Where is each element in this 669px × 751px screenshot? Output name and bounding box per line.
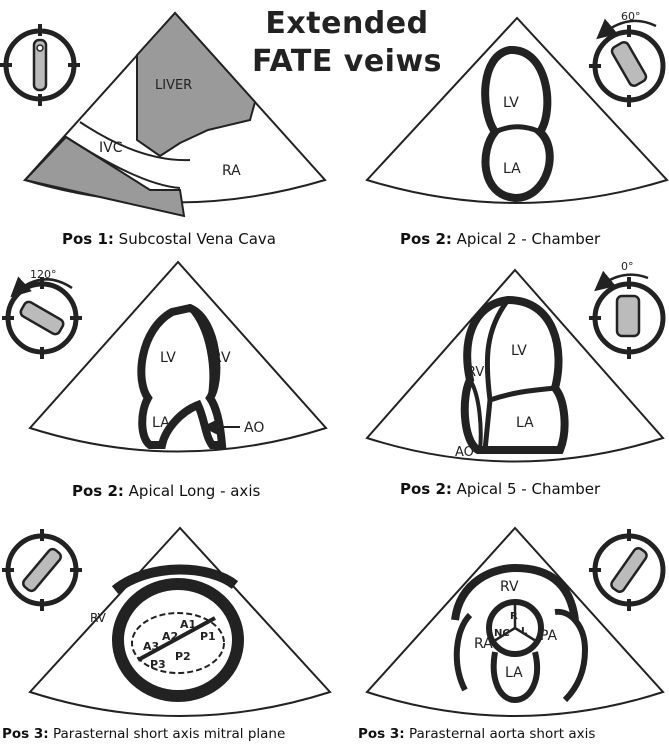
caption-panel-1: Pos 1: Subcostal Vena Cava: [62, 230, 276, 248]
panel-apical-long-axis: LV RV LA AO: [30, 262, 326, 452]
label-ra: RA: [222, 163, 241, 179]
caption-name: Apical 2 - Chamber: [457, 230, 601, 248]
label-r: R: [510, 611, 518, 622]
caption-panel-2: Pos 2: Apical 2 - Chamber: [400, 230, 600, 248]
caption-pos: Pos 2:: [72, 482, 124, 500]
caption-name: Parasternal aorta short axis: [409, 726, 595, 742]
caption-panel-6: Pos 3: Parasternal aorta short axis: [358, 726, 595, 742]
caption-pos: Pos 3:: [2, 726, 49, 742]
label-rv: RV: [212, 350, 231, 366]
label-a1: A1: [180, 618, 196, 631]
label-p1: P1: [200, 630, 216, 643]
label-la: LA: [516, 415, 534, 431]
caption-panel-4: Pos 2: Apical 5 - Chamber: [400, 480, 600, 498]
caption-pos: Pos 3:: [358, 726, 405, 742]
rotation-angle-label: 0°: [621, 260, 634, 273]
probe-icon-4: 0°: [589, 260, 663, 359]
caption-name: Apical 5 - Chamber: [457, 480, 601, 498]
label-l: L: [521, 626, 528, 637]
caption-pos: Pos 1:: [62, 230, 114, 248]
caption-pos: Pos 2:: [400, 480, 452, 498]
probe-icon-2: 60°: [589, 10, 663, 107]
label-ra: RA: [474, 636, 493, 652]
rotation-angle-label: 60°: [621, 10, 641, 23]
label-rv: RV: [90, 611, 107, 625]
probe-icon-3: 120°: [2, 268, 82, 359]
caption-pos: Pos 2:: [400, 230, 452, 248]
label-p3: P3: [150, 658, 166, 671]
caption-name: Subcostal Vena Cava: [119, 230, 276, 248]
label-ao: AO: [455, 445, 474, 460]
caption-name: Parasternal short axis mitral plane: [53, 726, 285, 742]
label-la: LA: [152, 415, 170, 431]
rotation-angle-label: 120°: [30, 268, 57, 281]
caption-name: Apical Long - axis: [129, 482, 261, 500]
probe-icon-1: [0, 24, 80, 106]
label-ao: AO: [244, 420, 264, 436]
panel-parasternal-aorta: RV RA PA LA R NC L: [367, 528, 663, 716]
caption-panel-3: Pos 2: Apical Long - axis: [72, 482, 260, 500]
label-la: LA: [505, 665, 523, 681]
label-p2: P2: [175, 650, 191, 663]
probe-icon-5: [2, 529, 82, 611]
caption-panel-5: Pos 3: Parasternal short axis mitral pla…: [2, 726, 285, 742]
probe-icon-6: [589, 529, 663, 611]
label-lv: LV: [160, 350, 176, 366]
panel-subcostal-vena-cava: LIVER IVC RA: [25, 13, 325, 216]
label-pa: PA: [540, 628, 558, 644]
label-rv: RV: [467, 365, 484, 380]
label-lv: LV: [503, 95, 519, 111]
label-liver: LIVER: [155, 78, 192, 93]
label-lv: LV: [511, 343, 527, 359]
label-a2: A2: [162, 630, 178, 643]
label-nc: NC: [494, 628, 510, 639]
label-la: LA: [503, 161, 521, 177]
label-a3: A3: [143, 640, 159, 653]
label-ivc: IVC: [99, 140, 123, 156]
label-rv: RV: [500, 579, 519, 595]
